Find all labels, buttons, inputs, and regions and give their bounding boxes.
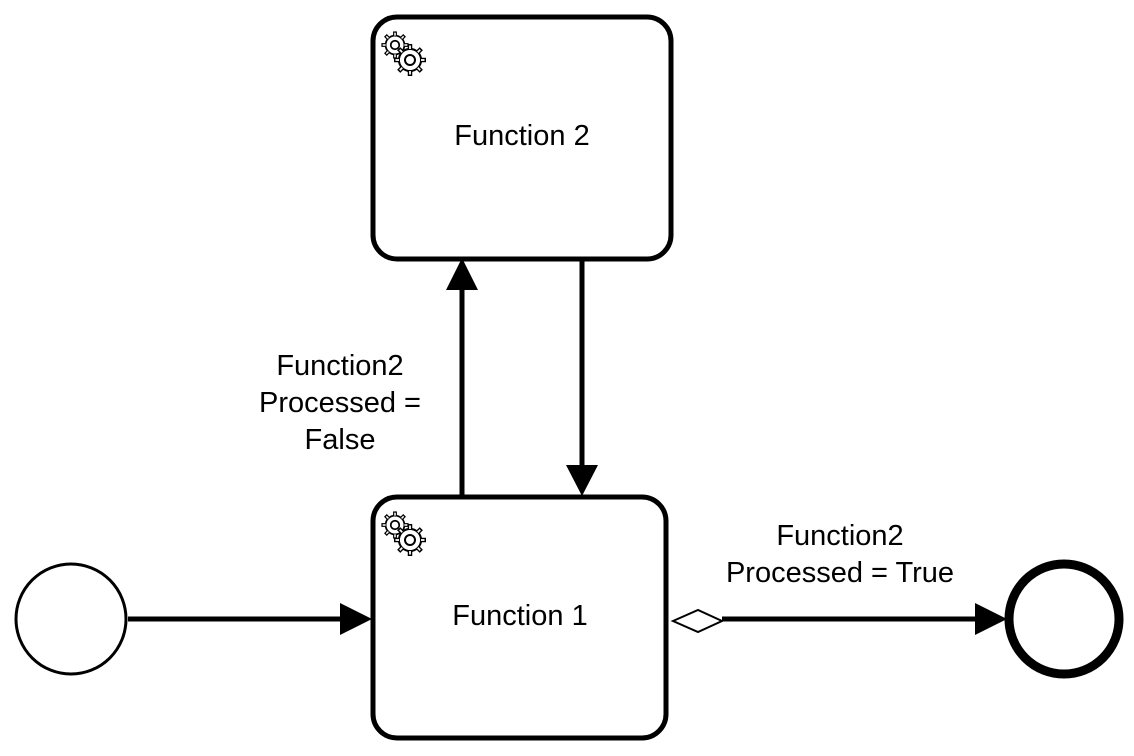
flow-function-1-to-function-2 <box>446 258 478 496</box>
conditional-diamond-marker <box>670 608 725 634</box>
flow-label-line: Function2 <box>776 520 904 552</box>
flow-label-processed-false: Function2 Processed = False <box>230 348 450 459</box>
flow-label-line: Function2 <box>276 350 404 382</box>
conditional-flow-function-1-to-end <box>670 603 1007 635</box>
flow-label-processed-true: Function2 Processed = True <box>690 518 990 592</box>
function-1-label: Function 1 <box>452 600 588 632</box>
flow-label-line: Processed = <box>258 387 421 419</box>
flow-label-line: False <box>304 424 376 456</box>
end-event[interactable] <box>1004 559 1124 679</box>
flow-function-2-to-function-1 <box>566 261 598 496</box>
service-task-function-1[interactable] <box>370 494 669 741</box>
function-2-label: Function 2 <box>454 120 590 152</box>
flow-label-line: Processed = True <box>725 557 955 589</box>
start-event[interactable] <box>14 562 128 676</box>
flow-start-to-function-1 <box>128 603 372 635</box>
service-task-function-2[interactable] <box>370 14 674 262</box>
